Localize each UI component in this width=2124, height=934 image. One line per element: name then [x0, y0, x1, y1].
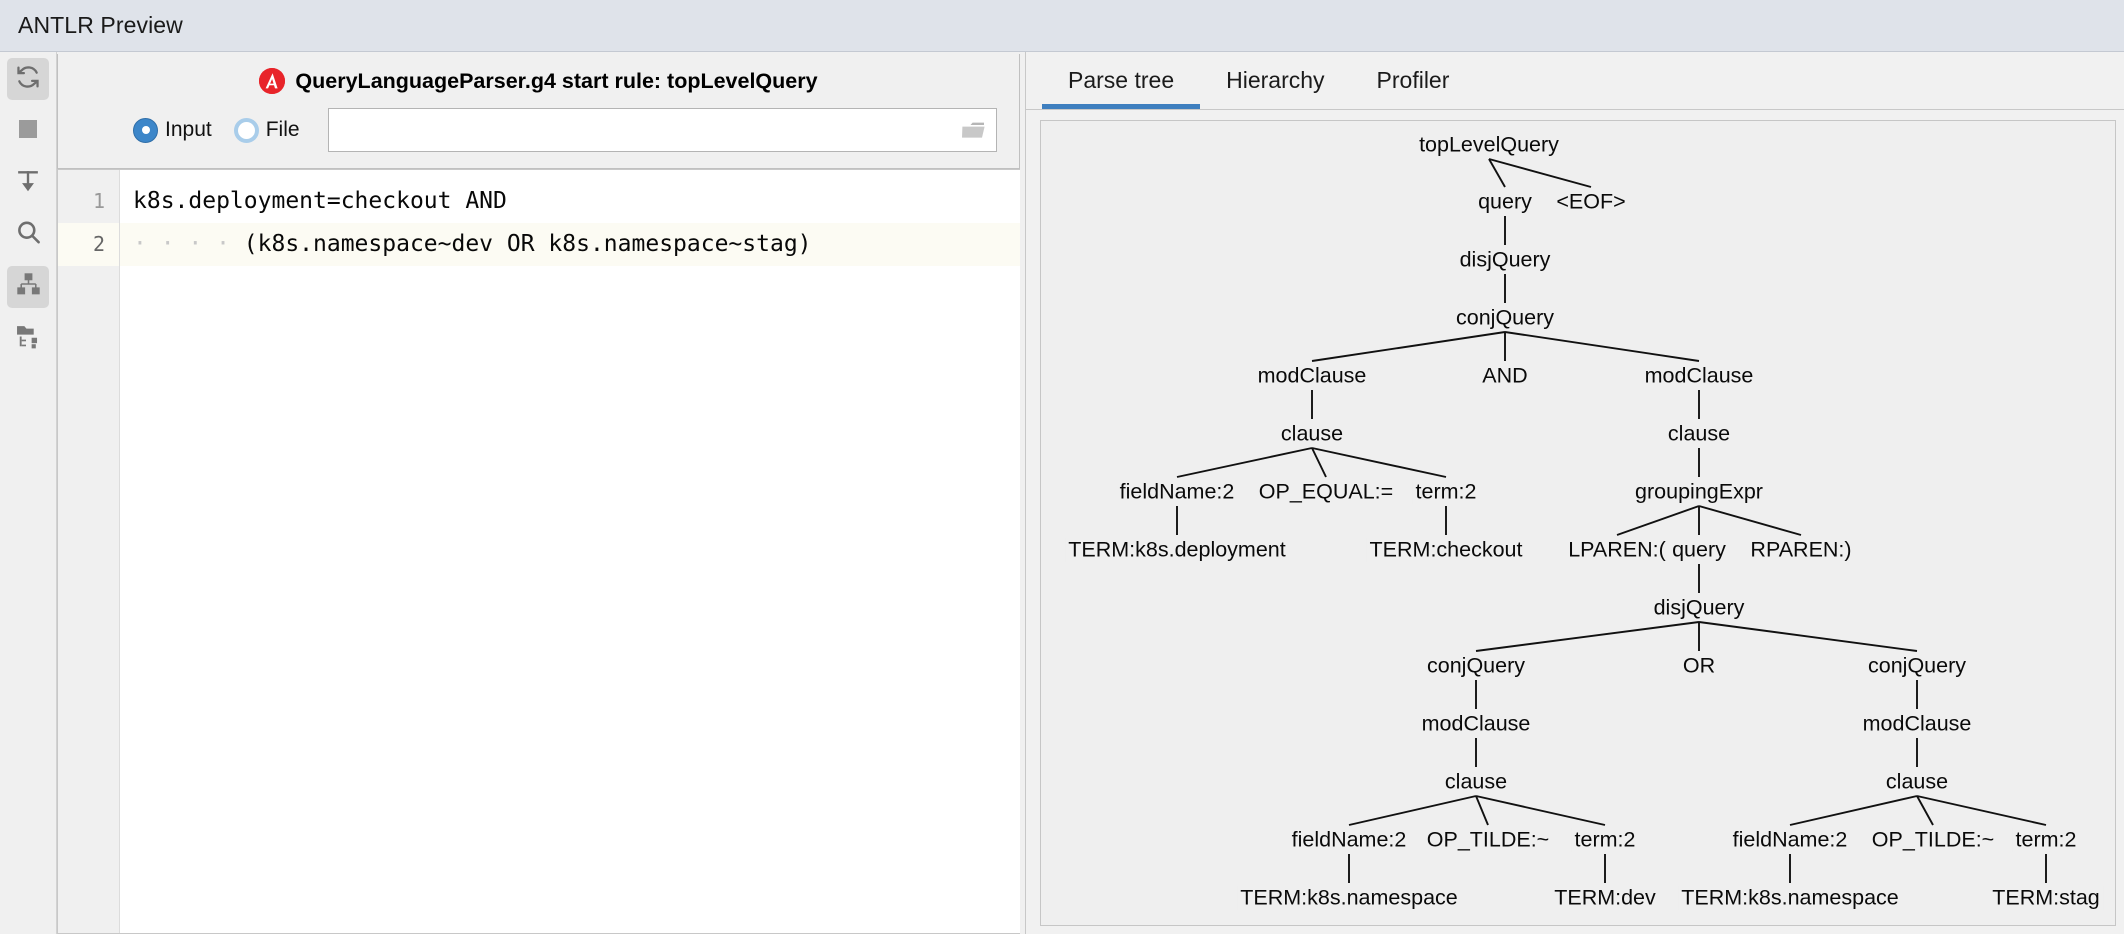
parse-tree-node[interactable]: disjQuery: [1456, 247, 1554, 273]
radio-input-indicator[interactable]: [133, 117, 158, 143]
output-tabs: Parse tree Hierarchy Profiler: [1026, 52, 2124, 110]
source-selection-row: Input File: [58, 98, 1019, 152]
parse-tree-node[interactable]: RPAREN:): [1747, 537, 1855, 563]
parse-tree-node[interactable]: modClause: [1641, 363, 1757, 389]
code-editor[interactable]: 1 2 k8s.deployment=checkout AND · · · · …: [57, 169, 1020, 934]
code-line[interactable]: k8s.deployment=checkout AND: [120, 180, 1020, 223]
parse-tree-node[interactable]: conjQuery: [1453, 305, 1557, 331]
parse-tree-viewport[interactable]: topLevelQuery query <EOF> disjQuery conjQuer…: [1040, 120, 2116, 926]
folder-icon[interactable]: [961, 119, 986, 141]
output-panel: Parse tree Hierarchy Profiler topLevelQu…: [1026, 52, 2124, 934]
parse-tree-node[interactable]: TERM:k8s.namespace: [1237, 885, 1461, 911]
parse-tree-node[interactable]: OR: [1679, 653, 1719, 679]
parse-tree-node[interactable]: query: [1475, 189, 1535, 215]
antlr-logo-icon: [259, 68, 286, 94]
radio-input-option[interactable]: Input: [133, 117, 228, 143]
line-number: 1: [92, 189, 105, 213]
parse-tree-node[interactable]: modClause: [1254, 363, 1370, 389]
radio-input-label: Input: [165, 118, 212, 141]
parse-tree-node[interactable]: conjQuery: [1865, 653, 1969, 679]
parse-tree-node[interactable]: term:2: [1571, 827, 1639, 853]
file-structure-icon: [16, 324, 41, 354]
refresh-icon-button[interactable]: [7, 58, 49, 100]
hierarchy-icon-button[interactable]: [7, 266, 49, 308]
grammar-header: QueryLanguageParser.g4 start rule: topLe…: [58, 60, 1019, 98]
parse-tree-node[interactable]: term:2: [2012, 827, 2080, 853]
code-line[interactable]: · · · · (k8s.namespace~dev OR k8s.namesp…: [120, 223, 1020, 266]
tab-parse-tree[interactable]: Parse tree: [1042, 52, 1201, 109]
parse-tree-node[interactable]: clause: [1441, 769, 1511, 795]
parse-tree-node[interactable]: groupingExpr: [1632, 479, 1766, 505]
parse-tree-node[interactable]: conjQuery: [1424, 653, 1528, 679]
main-split: QueryLanguageParser.g4 start rule: topLe…: [0, 52, 2124, 934]
tab-parse-tree-label: Parse tree: [1068, 67, 1175, 93]
parse-tree-node[interactable]: clause: [1664, 421, 1734, 447]
parse-tree-node[interactable]: fieldName:2: [1288, 827, 1410, 853]
parse-tree-node[interactable]: term:2: [1412, 479, 1480, 505]
parse-tree-node[interactable]: disjQuery: [1650, 595, 1748, 621]
search-icon: [15, 219, 42, 251]
parse-tree-node[interactable]: OP_TILDE:~: [1423, 827, 1553, 853]
window-titlebar: ANTLR Preview: [0, 0, 2124, 52]
parse-tree-node[interactable]: AND: [1479, 363, 1531, 389]
grammar-input-panel: QueryLanguageParser.g4 start rule: topLe…: [57, 54, 1020, 169]
tab-profiler[interactable]: Profiler: [1351, 52, 1476, 109]
tab-hierarchy[interactable]: Hierarchy: [1200, 52, 1350, 109]
parse-tree-node[interactable]: TERM:dev: [1551, 885, 1659, 911]
radio-file-indicator[interactable]: [233, 117, 259, 143]
parse-tree-node[interactable]: modClause: [1418, 711, 1534, 737]
hierarchy-icon: [16, 272, 41, 302]
parse-tree-node[interactable]: modClause: [1859, 711, 1975, 737]
line-number: 2: [58, 223, 119, 266]
tab-profiler-label: Profiler: [1376, 67, 1450, 93]
parse-tree-edges: [1176, 158, 2047, 883]
parse-tree-node[interactable]: clause: [1277, 421, 1347, 447]
parse-tree-node[interactable]: TERM:stag: [1989, 885, 2103, 911]
radio-file-label: File: [265, 118, 300, 141]
parse-tree-node[interactable]: clause: [1882, 769, 1952, 795]
tab-hierarchy-label: Hierarchy: [1226, 67, 1325, 93]
window-title: ANTLR Preview: [18, 12, 183, 38]
parse-tree-node[interactable]: OP_EQUAL:=: [1255, 479, 1397, 505]
code-line-text: (k8s.namespace~dev OR k8s.namespace~stag…: [243, 231, 812, 257]
stop-icon: [17, 118, 39, 145]
parse-tree-node[interactable]: fieldName:2: [1116, 479, 1238, 505]
grammar-title: QueryLanguageParser.g4 start rule: topLe…: [295, 68, 818, 93]
parse-tree-node[interactable]: topLevelQuery: [1416, 132, 1562, 158]
code-line-text: k8s.deployment=checkout AND: [133, 188, 507, 214]
parse-tree-node[interactable]: TERM:checkout: [1366, 537, 1526, 563]
left-toolbar: [0, 52, 57, 934]
file-path-field[interactable]: [327, 108, 997, 152]
stop-icon-button[interactable]: [7, 110, 49, 152]
radio-file-option[interactable]: File: [233, 117, 316, 143]
search-icon-button[interactable]: [7, 214, 49, 256]
scroll-to-end-icon-button[interactable]: [7, 162, 49, 204]
parse-tree-node[interactable]: LPAREN:(: [1565, 537, 1669, 563]
parse-tree-node[interactable]: TERM:k8s.deployment: [1065, 537, 1289, 563]
parse-tree-node[interactable]: TERM:k8s.namespace: [1678, 885, 1902, 911]
parse-tree-node[interactable]: OP_TILDE:~: [1868, 827, 1998, 853]
scroll-to-end-icon: [15, 168, 41, 199]
file-path-input[interactable]: [338, 118, 961, 142]
parse-tree-node[interactable]: query: [1669, 537, 1729, 563]
whitespace-dots: · · · ·: [133, 231, 244, 257]
parse-tree-node[interactable]: fieldName:2: [1729, 827, 1851, 853]
file-structure-icon-button[interactable]: [7, 318, 49, 360]
editor-gutter: 1 2: [58, 170, 120, 933]
input-editor-panel: QueryLanguageParser.g4 start rule: topLe…: [57, 52, 1026, 934]
parse-tree-node[interactable]: <EOF>: [1553, 189, 1629, 215]
refresh-icon: [15, 64, 41, 95]
editor-code-area[interactable]: k8s.deployment=checkout AND · · · · (k8s…: [120, 170, 1020, 933]
